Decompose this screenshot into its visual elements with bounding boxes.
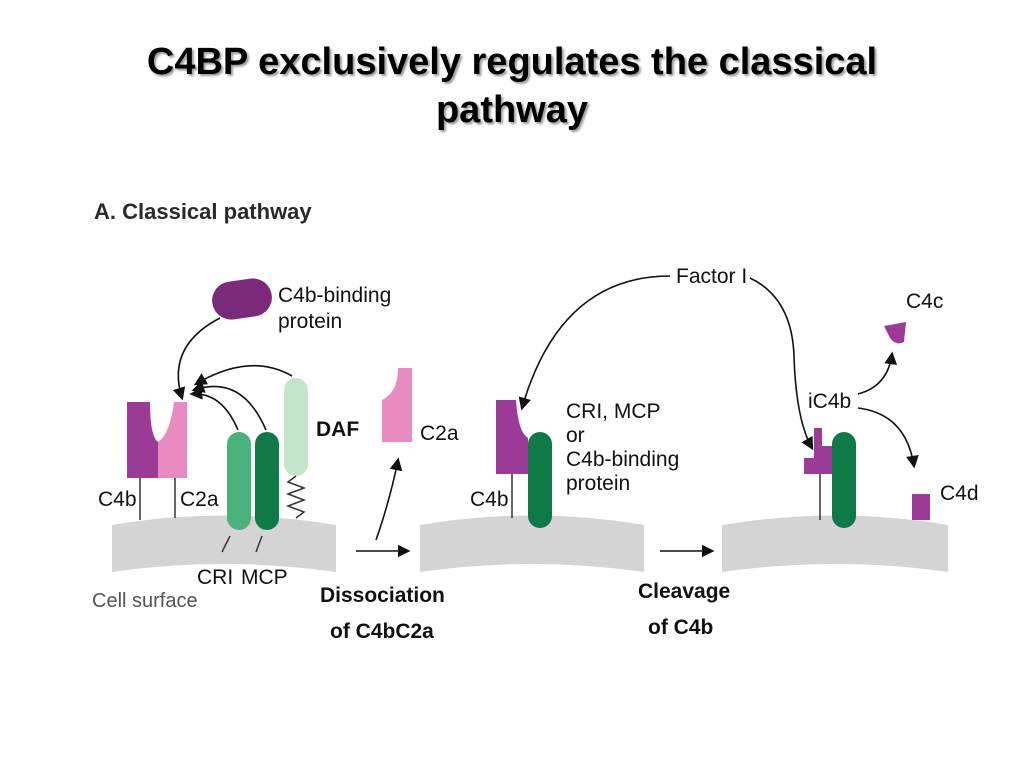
c4d-shape — [912, 494, 930, 520]
c2a-shape-1 — [158, 402, 187, 478]
c4c-label: C4c — [906, 290, 943, 313]
mcp-receptor — [255, 432, 279, 530]
title-line-2: pathway — [435, 89, 589, 131]
cri-label: CRI — [197, 566, 233, 589]
cri-arrow — [189, 386, 239, 431]
c4b-shape-2 — [496, 400, 528, 474]
dissociation-label-1: Dissociation — [320, 584, 445, 607]
c4c-arrow — [857, 351, 898, 395]
cleavage-label-1: Cleavage — [638, 580, 730, 603]
daf-shape — [284, 378, 308, 476]
cofactors-label-1: CRI, MCP — [566, 400, 661, 423]
dissociation-label-2: of C4bC2a — [330, 620, 434, 643]
title-line-1: C4BP exclusively regulates the classical — [146, 41, 878, 83]
c4c-shape — [884, 322, 906, 344]
ic4b-label: iC4b — [808, 390, 851, 413]
cell-membrane-1 — [112, 515, 336, 572]
dissociation-up-arrow — [375, 457, 403, 541]
cofactor-receptor-3 — [832, 432, 856, 528]
mcp-label: MCP — [241, 566, 288, 589]
cell-surface-label: Cell surface — [92, 590, 198, 612]
c2a-label-1: C2a — [180, 488, 219, 511]
cofactor-receptor — [528, 432, 552, 528]
c4bp-arrow — [172, 317, 221, 401]
factor-i-label: Factor I — [676, 265, 747, 288]
cell-membrane-2 — [420, 515, 644, 572]
factor-i-arrow-right — [749, 277, 814, 451]
ic4b-shape — [804, 428, 834, 474]
c4d-label: C4d — [940, 482, 979, 505]
cleavage-label-2: of C4b — [648, 616, 713, 639]
c4b-binding-label-2: protein — [278, 310, 342, 333]
panel-title: A. Classical pathway — [94, 199, 312, 224]
factor-i-arrow-left — [518, 275, 671, 411]
cri-receptor — [227, 432, 251, 530]
c4b-binding-protein-shape — [212, 278, 272, 320]
mcp-pointer — [255, 535, 263, 553]
mcp-arrow — [191, 380, 267, 431]
c4b-label-2: C4b — [470, 488, 509, 511]
daf-arrow — [193, 364, 293, 386]
c4b-label-1: C4b — [98, 488, 137, 511]
c2a-free-shape — [382, 368, 412, 442]
cofactors-label-2: or — [566, 424, 585, 447]
daf-spring — [285, 475, 307, 519]
c4d-arrow — [857, 407, 919, 469]
daf-label: DAF — [316, 418, 359, 441]
cri-pointer — [221, 535, 231, 553]
slide-title: C4BP exclusively regulates the classical… — [0, 38, 1024, 134]
c4b-binding-label-1: C4b-binding — [278, 284, 391, 307]
cofactors-label-3: C4b-binding — [566, 448, 679, 471]
c2a-free-label: C2a — [420, 422, 459, 445]
cell-membrane-3 — [722, 515, 948, 572]
c4b-shape-1 — [127, 402, 158, 478]
cofactors-label-4: protein — [566, 472, 630, 495]
